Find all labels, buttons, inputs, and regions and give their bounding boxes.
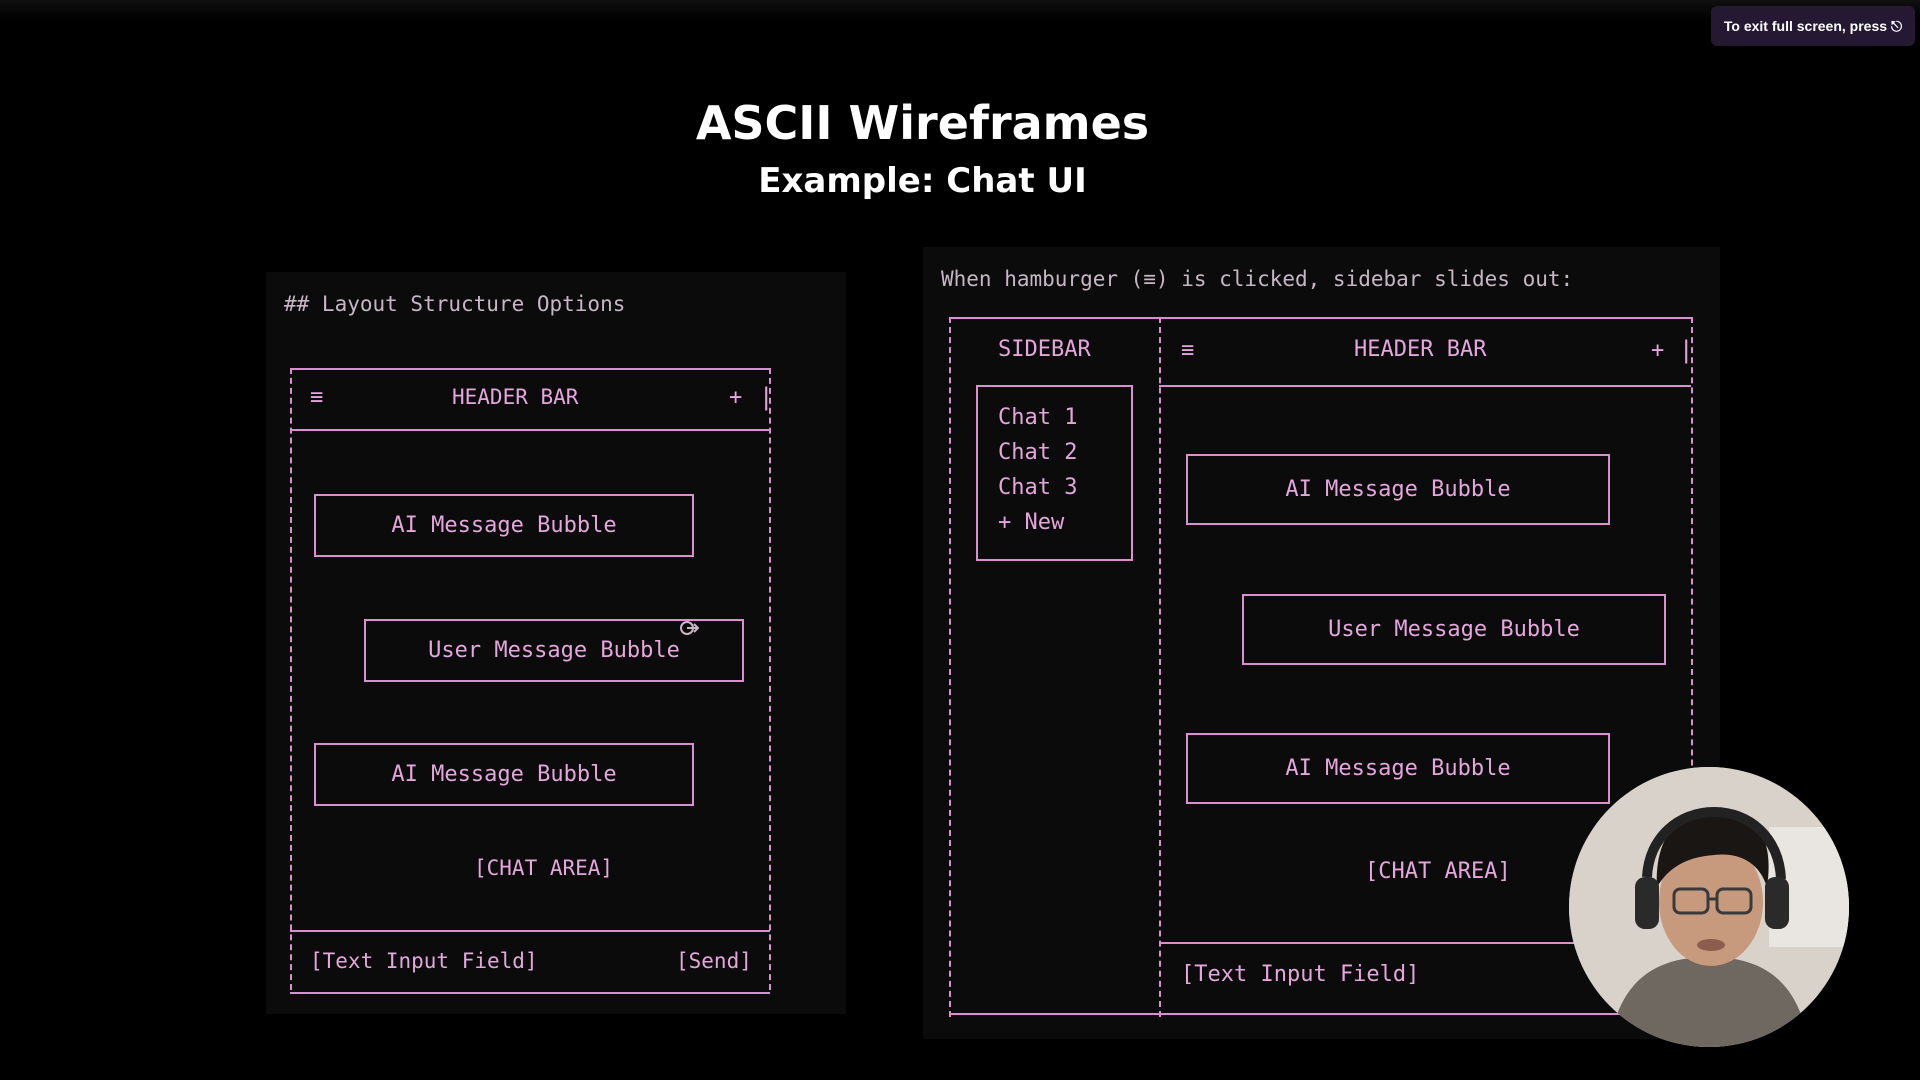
sidebar-item-new: + New: [998, 510, 1065, 535]
sidebar-divider: [1159, 317, 1161, 1017]
right-frame-bottom: [949, 1013, 1691, 1015]
right-user-bubble-label: User Message Bubble: [1328, 617, 1580, 642]
exit-fullscreen-banner: To exit full screen, press ⎋: [1711, 6, 1915, 46]
left-wireframe-panel: ## Layout Structure Options ≡ HEADER BAR…: [266, 272, 846, 1014]
left-header-label: HEADER BAR: [452, 385, 579, 409]
left-ai-bubble-1-label: AI Message Bubble: [391, 513, 617, 538]
left-frame-left-edge: [290, 368, 292, 990]
left-frame-bottom: [290, 992, 770, 994]
right-hamburger-icon: ≡: [1181, 338, 1195, 363]
cursor-arrow-icon: [680, 621, 700, 635]
right-frame-left-edge: [949, 317, 951, 1017]
right-chat-area-label: [CHAT AREA]: [1365, 859, 1511, 884]
left-ai-bubble-1: AI Message Bubble: [314, 494, 694, 557]
left-header-right-bar: |: [759, 383, 774, 411]
left-header-divider: [290, 429, 770, 431]
right-ai-bubble-1: AI Message Bubble: [1186, 454, 1610, 525]
sidebar-item-chat-1: Chat 1: [998, 405, 1078, 430]
right-text-input: [Text Input Field]: [1181, 962, 1420, 987]
slide-title: ASCII Wireframes: [695, 96, 1150, 150]
right-ai-bubble-2-label: AI Message Bubble: [1285, 756, 1511, 781]
exit-fullscreen-text: To exit full screen, press: [1723, 18, 1888, 34]
sidebar-item-chat-2: Chat 2: [998, 440, 1078, 465]
right-user-bubble: User Message Bubble: [1242, 594, 1666, 665]
right-caption: When hamburger (≡) is clicked, sidebar s…: [941, 267, 1574, 291]
left-text-input: [Text Input Field]: [310, 949, 538, 973]
left-chat-area-label: [CHAT AREA]: [474, 856, 614, 880]
left-ai-bubble-2-label: AI Message Bubble: [391, 762, 617, 787]
left-frame-top: [290, 368, 770, 370]
left-send-button: [Send]: [676, 949, 752, 973]
right-frame-top: [949, 317, 1691, 319]
left-caption: ## Layout Structure Options: [284, 292, 626, 316]
right-header-right-bar: |: [1679, 336, 1694, 364]
hamburger-icon: ≡: [310, 385, 324, 410]
presenter-avatar-icon: [1569, 767, 1849, 1047]
right-plus-icon: +: [1651, 338, 1665, 363]
top-bar: [0, 0, 1920, 20]
right-frame-right-edge: [1691, 317, 1693, 1017]
left-input-divider: [290, 930, 770, 932]
presenter-webcam: [1569, 767, 1849, 1047]
left-user-bubble: User Message Bubble: [364, 619, 744, 682]
sidebar-chat-list: [976, 385, 1133, 561]
sidebar-item-chat-3: Chat 3: [998, 475, 1078, 500]
left-frame-right-edge: [769, 368, 771, 990]
right-header-divider: [1159, 385, 1691, 387]
right-ai-bubble-1-label: AI Message Bubble: [1285, 477, 1511, 502]
left-ai-bubble-2: AI Message Bubble: [314, 743, 694, 806]
plus-icon: +: [729, 385, 743, 410]
escape-key-icon: ⎋: [1891, 17, 1903, 34]
slide-subtitle: Example: Chat UI: [758, 161, 1087, 201]
right-ai-bubble-2: AI Message Bubble: [1186, 733, 1610, 804]
right-header-label: HEADER BAR: [1354, 337, 1487, 362]
sidebar-label: SIDEBAR: [998, 337, 1091, 362]
left-user-bubble-label: User Message Bubble: [428, 638, 680, 663]
right-input-divider: [1159, 942, 1691, 944]
